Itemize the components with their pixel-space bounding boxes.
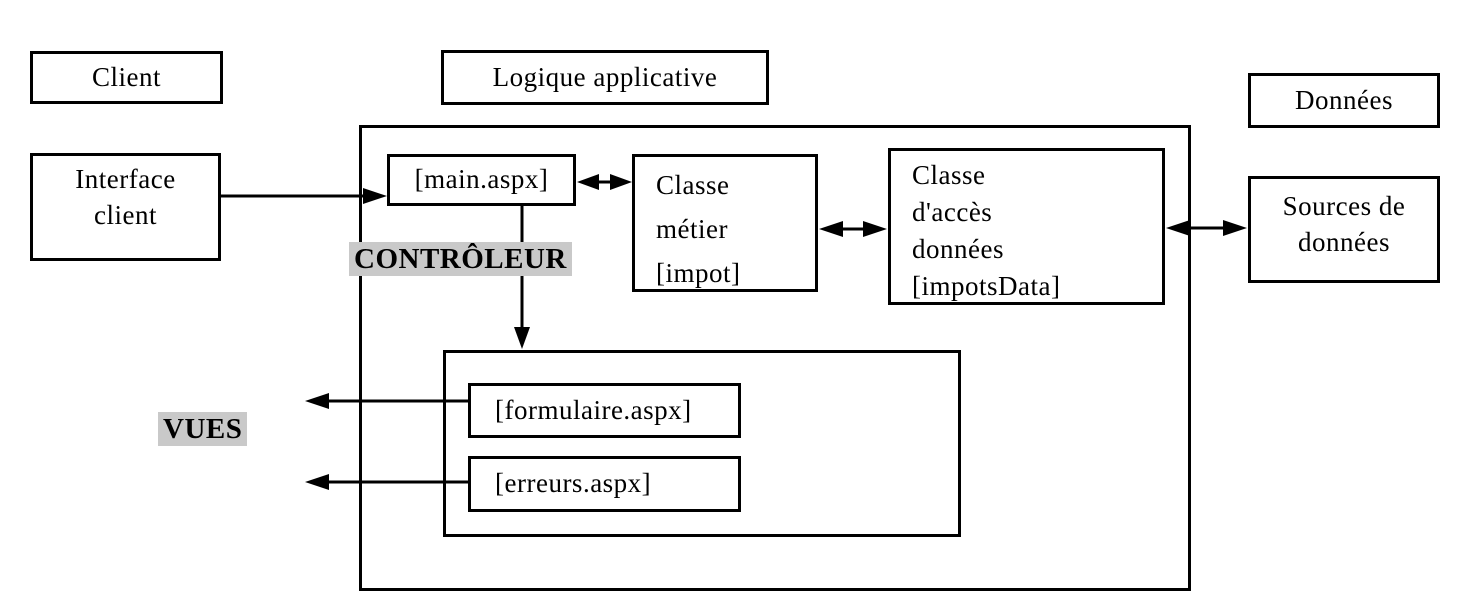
classe-metier-line: [impot] (656, 258, 741, 288)
logique-applicative-tier-label: Logique applicative (492, 61, 718, 92)
logique-applicative-tier-box: Logique applicative (441, 50, 769, 105)
classe-acces-line: Classe (912, 160, 986, 190)
main-aspx-box: [main.aspx] (387, 154, 576, 206)
classe-metier-line: Classe (656, 170, 730, 200)
sources-donnees-line: données (1298, 227, 1390, 257)
interface-client-line: client (94, 200, 157, 230)
donnees-tier-label: Données (1295, 84, 1393, 115)
formulaire-aspx-label: [formulaire.aspx] (495, 394, 692, 425)
interface-client-line: Interface (75, 164, 176, 194)
sources-donnees-box: Sources de données (1248, 176, 1440, 283)
classe-acces-donnees-box: Classe d'accès données [impotsData] (888, 148, 1165, 305)
classe-acces-line: données (912, 234, 1004, 264)
main-aspx-label: [main.aspx] (414, 164, 549, 195)
vues-label: VUES (158, 412, 248, 446)
classe-metier-box: Classe métier [impot] (632, 154, 818, 292)
logique-applicative-container (359, 125, 1191, 591)
client-tier-box: Client (30, 51, 223, 104)
classe-acces-line: d'accès (912, 197, 993, 227)
erreurs-aspx-box: [erreurs.aspx] (468, 456, 741, 512)
client-tier-label: Client (92, 61, 161, 92)
classe-metier-line: métier (656, 214, 728, 244)
controleur-label: CONTRÔLEUR (349, 242, 572, 276)
classe-acces-line: [impotsData] (912, 271, 1061, 301)
formulaire-aspx-box: [formulaire.aspx] (468, 383, 741, 438)
interface-client-box: Interface client (30, 153, 221, 261)
erreurs-aspx-label: [erreurs.aspx] (495, 468, 652, 499)
arrow-acces-sources (1166, 220, 1247, 236)
sources-donnees-line: Sources de (1282, 191, 1406, 221)
arrow-metier-acces (819, 221, 887, 237)
vues-container (443, 350, 961, 537)
arrow-main-metier (577, 174, 632, 190)
donnees-tier-box: Données (1248, 73, 1440, 128)
